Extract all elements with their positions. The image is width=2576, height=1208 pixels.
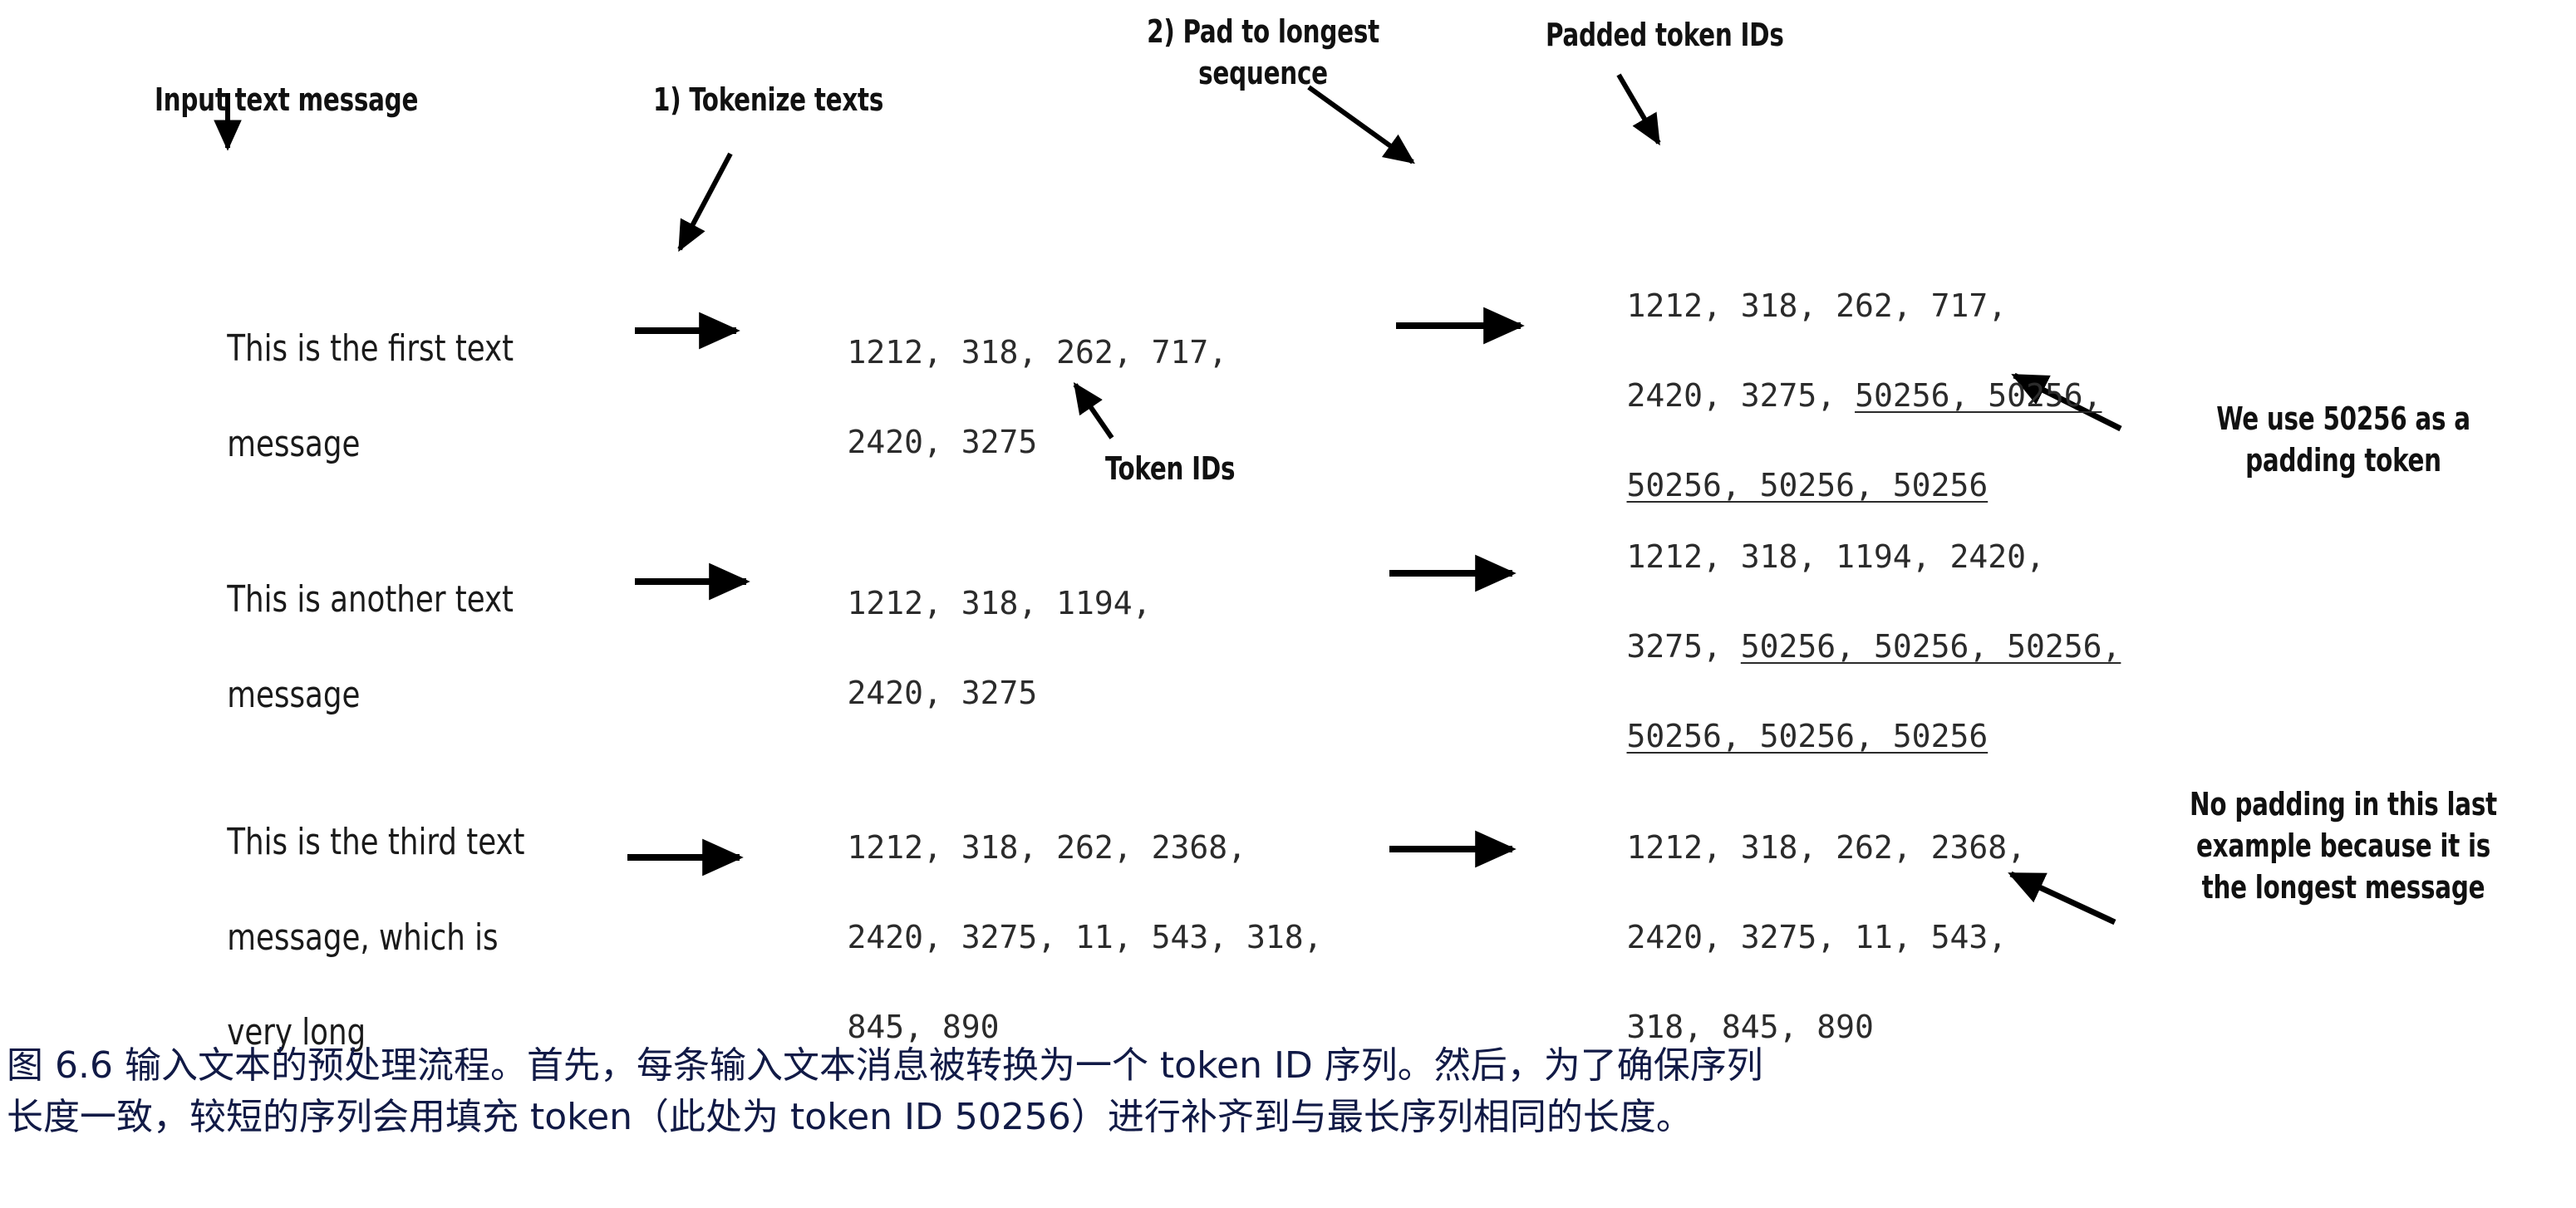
- token-ids-row-3-line-3: 845, 890: [847, 1008, 1000, 1045]
- message-row-2-line-1: This is another text: [227, 578, 514, 621]
- token-ids-label: Token IDs: [1105, 450, 1236, 487]
- message-row-2-line-2: message: [227, 673, 361, 716]
- padding-note-line-1: We use 50256 as a: [2216, 400, 2470, 437]
- no-padding-note-line-2: example because it is: [2195, 827, 2491, 864]
- padded-ids-row-1-line-3-pad: 50256, 50256, 50256: [1626, 466, 1989, 503]
- padded-ids-row-1: 1212, 318, 262, 717, 2420, 3275, 50256, …: [1551, 239, 2102, 553]
- padded-ids-row-3-line-3: 318, 845, 890: [1626, 1008, 1874, 1045]
- message-row-3-line-2: message, which is: [227, 916, 499, 959]
- pad-to-longest-label-line2: sequence: [1198, 55, 1328, 91]
- figure-caption-line-1: 图 6.6 输入文本的预处理流程。首先，每条输入文本消息被转换为一个 token…: [7, 1044, 1763, 1087]
- padded-ids-row-2-line-3-pad: 50256, 50256, 50256: [1626, 717, 1989, 754]
- message-row-3-line-3: very long: [227, 1010, 366, 1053]
- arrow-no-padding-note: [2008, 871, 2116, 926]
- arrow-tokenize-label: [677, 152, 733, 253]
- message-row-1-line-2: message: [227, 422, 361, 465]
- token-ids-row-2: 1212, 318, 1194, 2420, 3275: [771, 537, 1152, 761]
- padded-ids-row-3: 1212, 318, 262, 2368, 2420, 3275, 11, 54…: [1551, 781, 2026, 1095]
- pad-to-longest-label-line1: 2) Pad to longest: [1147, 13, 1379, 50]
- padded-ids-row-1-line-2-plain: 2420, 3275,: [1626, 376, 1856, 414]
- padded-token-ids-label: Padded token IDs: [1546, 17, 1784, 53]
- padded-ids-row-2-line-2-pad: 50256, 50256, 50256,: [1740, 627, 2121, 665]
- no-padding-note-line-3: the longest message: [2201, 869, 2485, 906]
- token-ids-row-3-line-2: 2420, 3275, 11, 543, 318,: [847, 918, 1323, 955]
- message-row-2: This is another text message: [189, 528, 514, 766]
- token-ids-row-1: 1212, 318, 262, 717, 2420, 3275: [771, 286, 1228, 510]
- token-ids-row-1-line-2: 2420, 3275: [847, 423, 1038, 460]
- padded-ids-row-2-line-1: 1212, 318, 1194, 2420,: [1626, 538, 2045, 575]
- message-row-3: This is the third text message, which is…: [189, 771, 524, 1103]
- message-row-1: This is the first text message: [189, 277, 514, 515]
- padded-ids-row-3-line-2: 2420, 3275, 11, 543,: [1626, 918, 2008, 955]
- no-padding-note-line-1: No padding in this last: [2190, 786, 2497, 823]
- padded-ids-row-3-line-1: 1212, 318, 262, 2368,: [1626, 828, 2026, 866]
- token-ids-row-2-line-1: 1212, 318, 1194,: [847, 584, 1152, 621]
- padded-ids-row-2: 1212, 318, 1194, 2420, 3275, 50256, 5025…: [1551, 490, 2121, 804]
- padded-ids-row-2-line-2-plain: 3275,: [1626, 627, 1741, 665]
- token-ids-row-1-line-1: 1212, 318, 262, 717,: [847, 333, 1228, 371]
- padding-note-line-2: padding token: [2245, 442, 2441, 479]
- input-text-message-label: Input text message: [155, 81, 419, 118]
- message-row-3-line-1: This is the third text: [227, 821, 525, 864]
- figure-diagram: Input text message 1) Tokenize texts 2) …: [155, 13, 2497, 1053]
- token-ids-row-2-line-2: 2420, 3275: [847, 674, 1038, 711]
- token-ids-row-3-line-1: 1212, 318, 262, 2368,: [847, 828, 1246, 866]
- arrow-padded-label: [1616, 73, 1661, 146]
- padded-ids-row-1-line-1: 1212, 318, 262, 717,: [1626, 287, 2008, 324]
- tokenize-texts-label: 1) Tokenize texts: [653, 81, 884, 118]
- figure-caption-line-2: 长度一致，较短的序列会用填充 token（此处为 token ID 50256）…: [7, 1096, 1693, 1139]
- figure-caption: 图 6.6 输入文本的预处理流程。首先，每条输入文本消息被转换为一个 token…: [7, 1040, 2569, 1144]
- token-ids-row-3: 1212, 318, 262, 2368, 2420, 3275, 11, 54…: [771, 781, 1323, 1095]
- padded-ids-row-1-line-2-pad: 50256, 50256,: [1855, 376, 2102, 414]
- arrow-pad-label: [1307, 85, 1415, 165]
- message-row-1-line-1: This is the first text: [227, 327, 514, 371]
